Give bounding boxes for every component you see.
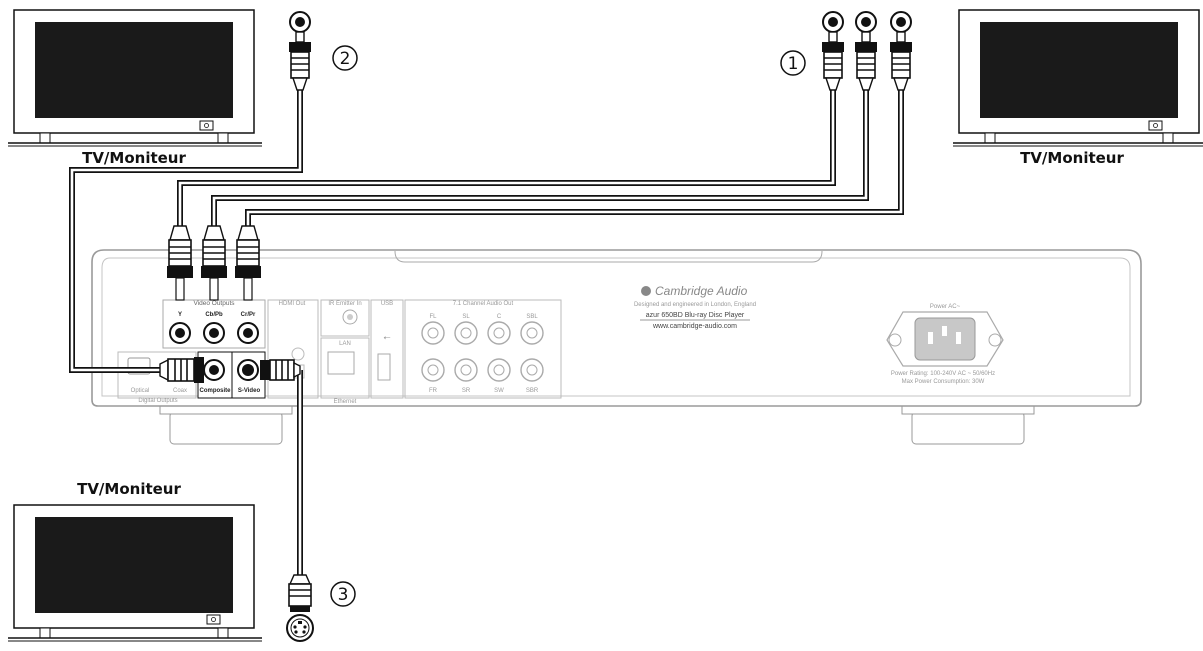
video-outputs-label: Video Outputs	[193, 300, 235, 307]
usb-label: USB	[381, 301, 393, 307]
power-ac-label: Power AC~	[930, 304, 961, 310]
hdmi-out-label: HDMI Out	[279, 301, 306, 307]
channel-label: SBR	[526, 388, 539, 394]
channel-label: SW	[494, 388, 504, 394]
component-cables	[177, 90, 904, 226]
channel-label: FR	[429, 388, 438, 394]
channel-label: SL	[462, 314, 470, 320]
tv-bottom-left: TV/Moniteur	[8, 480, 262, 642]
tv-top-left: TV/Moniteur	[8, 9, 262, 167]
brand-name: Cambridge Audio	[655, 284, 748, 298]
composite-plug-panel	[159, 357, 204, 383]
component-plugs-top	[822, 11, 912, 91]
power-icon	[211, 617, 216, 622]
player-back-panel: Video Outputs Y Cb/Pb Cr/Pr Composite S-…	[91, 249, 1142, 445]
max-power-label: Max Power Consumption: 30W	[902, 379, 985, 385]
tv-label: TV/Moniteur	[82, 149, 186, 167]
tv-label: TV/Moniteur	[1020, 149, 1124, 167]
audio-channels-bottom: FR SR SW SBR	[421, 358, 544, 394]
lan-label: LAN	[339, 341, 351, 347]
s-video-label: S-Video	[238, 388, 261, 394]
callout-3: 3	[330, 581, 356, 607]
y-label: Y	[178, 312, 182, 318]
channel-label: SR	[462, 388, 471, 394]
ethernet-label: Ethernet	[334, 399, 357, 405]
callout-number: 1	[788, 54, 799, 74]
power-rating-label: Power Rating: 100-240V AC ~ 50/60Hz	[891, 371, 995, 377]
coax-label: Coax	[173, 388, 187, 394]
callout-number: 2	[340, 49, 351, 69]
power-icon	[204, 123, 209, 128]
tv-label: TV/Moniteur	[77, 480, 181, 498]
component-plugs-panel	[167, 225, 261, 301]
ethernet-port	[327, 351, 355, 375]
composite-plug-top	[289, 11, 311, 91]
callout-number: 3	[338, 585, 349, 605]
composite-cable	[69, 90, 303, 373]
channel-label: C	[497, 314, 502, 320]
audio-out-label: 7.1 Channel Audio Out	[453, 301, 514, 307]
cb-pb-label: Cb/Pb	[205, 312, 223, 318]
power-icon	[1153, 123, 1158, 128]
composite-label: Composite	[199, 388, 231, 394]
usb-icon: ⭠	[383, 333, 390, 343]
model-label: azur 650BD Blu-ray Disc Player	[646, 312, 745, 319]
optical-label: Optical	[131, 388, 150, 394]
brand-tagline: Designed and engineered in London, Engla…	[634, 302, 756, 308]
audio-channels-top: FL SL C SBL	[421, 314, 544, 345]
tv-top-right: TV/Moniteur	[953, 9, 1203, 167]
brand-logo-icon	[641, 286, 651, 296]
ir-emitter-label: IR Emitter In	[328, 301, 361, 307]
channel-label: FL	[429, 314, 437, 320]
s-video-plug-bottom	[286, 574, 314, 642]
website-label: www.cambridge-audio.com	[652, 323, 737, 330]
cr-pr-label: Cr/Pr	[241, 312, 256, 318]
digital-outputs-label: Digital Outputs	[138, 398, 177, 404]
channel-label: SBL	[526, 314, 538, 320]
s-video-plug-panel	[260, 359, 301, 381]
usb-port	[377, 353, 391, 381]
callout-1: 1	[780, 50, 806, 76]
callout-2: 2	[332, 45, 358, 71]
